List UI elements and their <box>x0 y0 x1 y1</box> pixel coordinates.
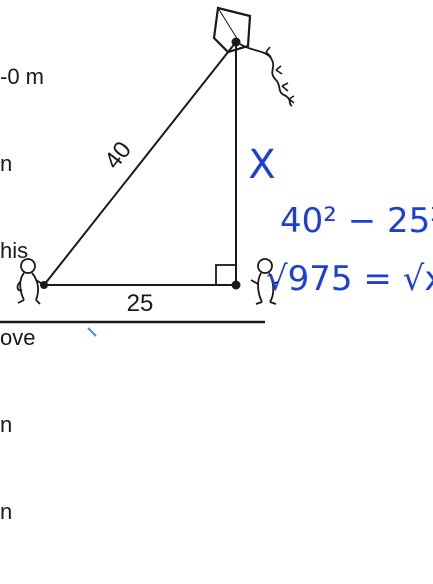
base-label: 25 <box>127 290 154 317</box>
problem-line: -0 m <box>0 64 44 89</box>
person-right-icon <box>250 258 279 305</box>
hypotenuse-line <box>43 41 237 286</box>
vertex-top <box>231 37 241 47</box>
problem-line: n <box>0 151 13 176</box>
ink-mark <box>87 327 97 337</box>
equation-text: 40² − 25² = <box>280 201 433 241</box>
person-left-icon <box>16 258 45 305</box>
problem-line: n <box>0 412 13 437</box>
result-text: √975 = √x <box>266 259 433 299</box>
triangle-diagram: 40 25 X 40² − 25² = √975 = √x <box>0 6 433 337</box>
hypotenuse-label: 40 <box>99 137 137 175</box>
worksheet: -0 m n his ove n n <box>0 6 433 524</box>
problem-line: n <box>0 499 13 524</box>
height-label: X <box>248 142 275 188</box>
problem-line: his <box>0 238 29 263</box>
kite-icon <box>212 6 295 107</box>
right-angle-marker <box>215 264 237 286</box>
